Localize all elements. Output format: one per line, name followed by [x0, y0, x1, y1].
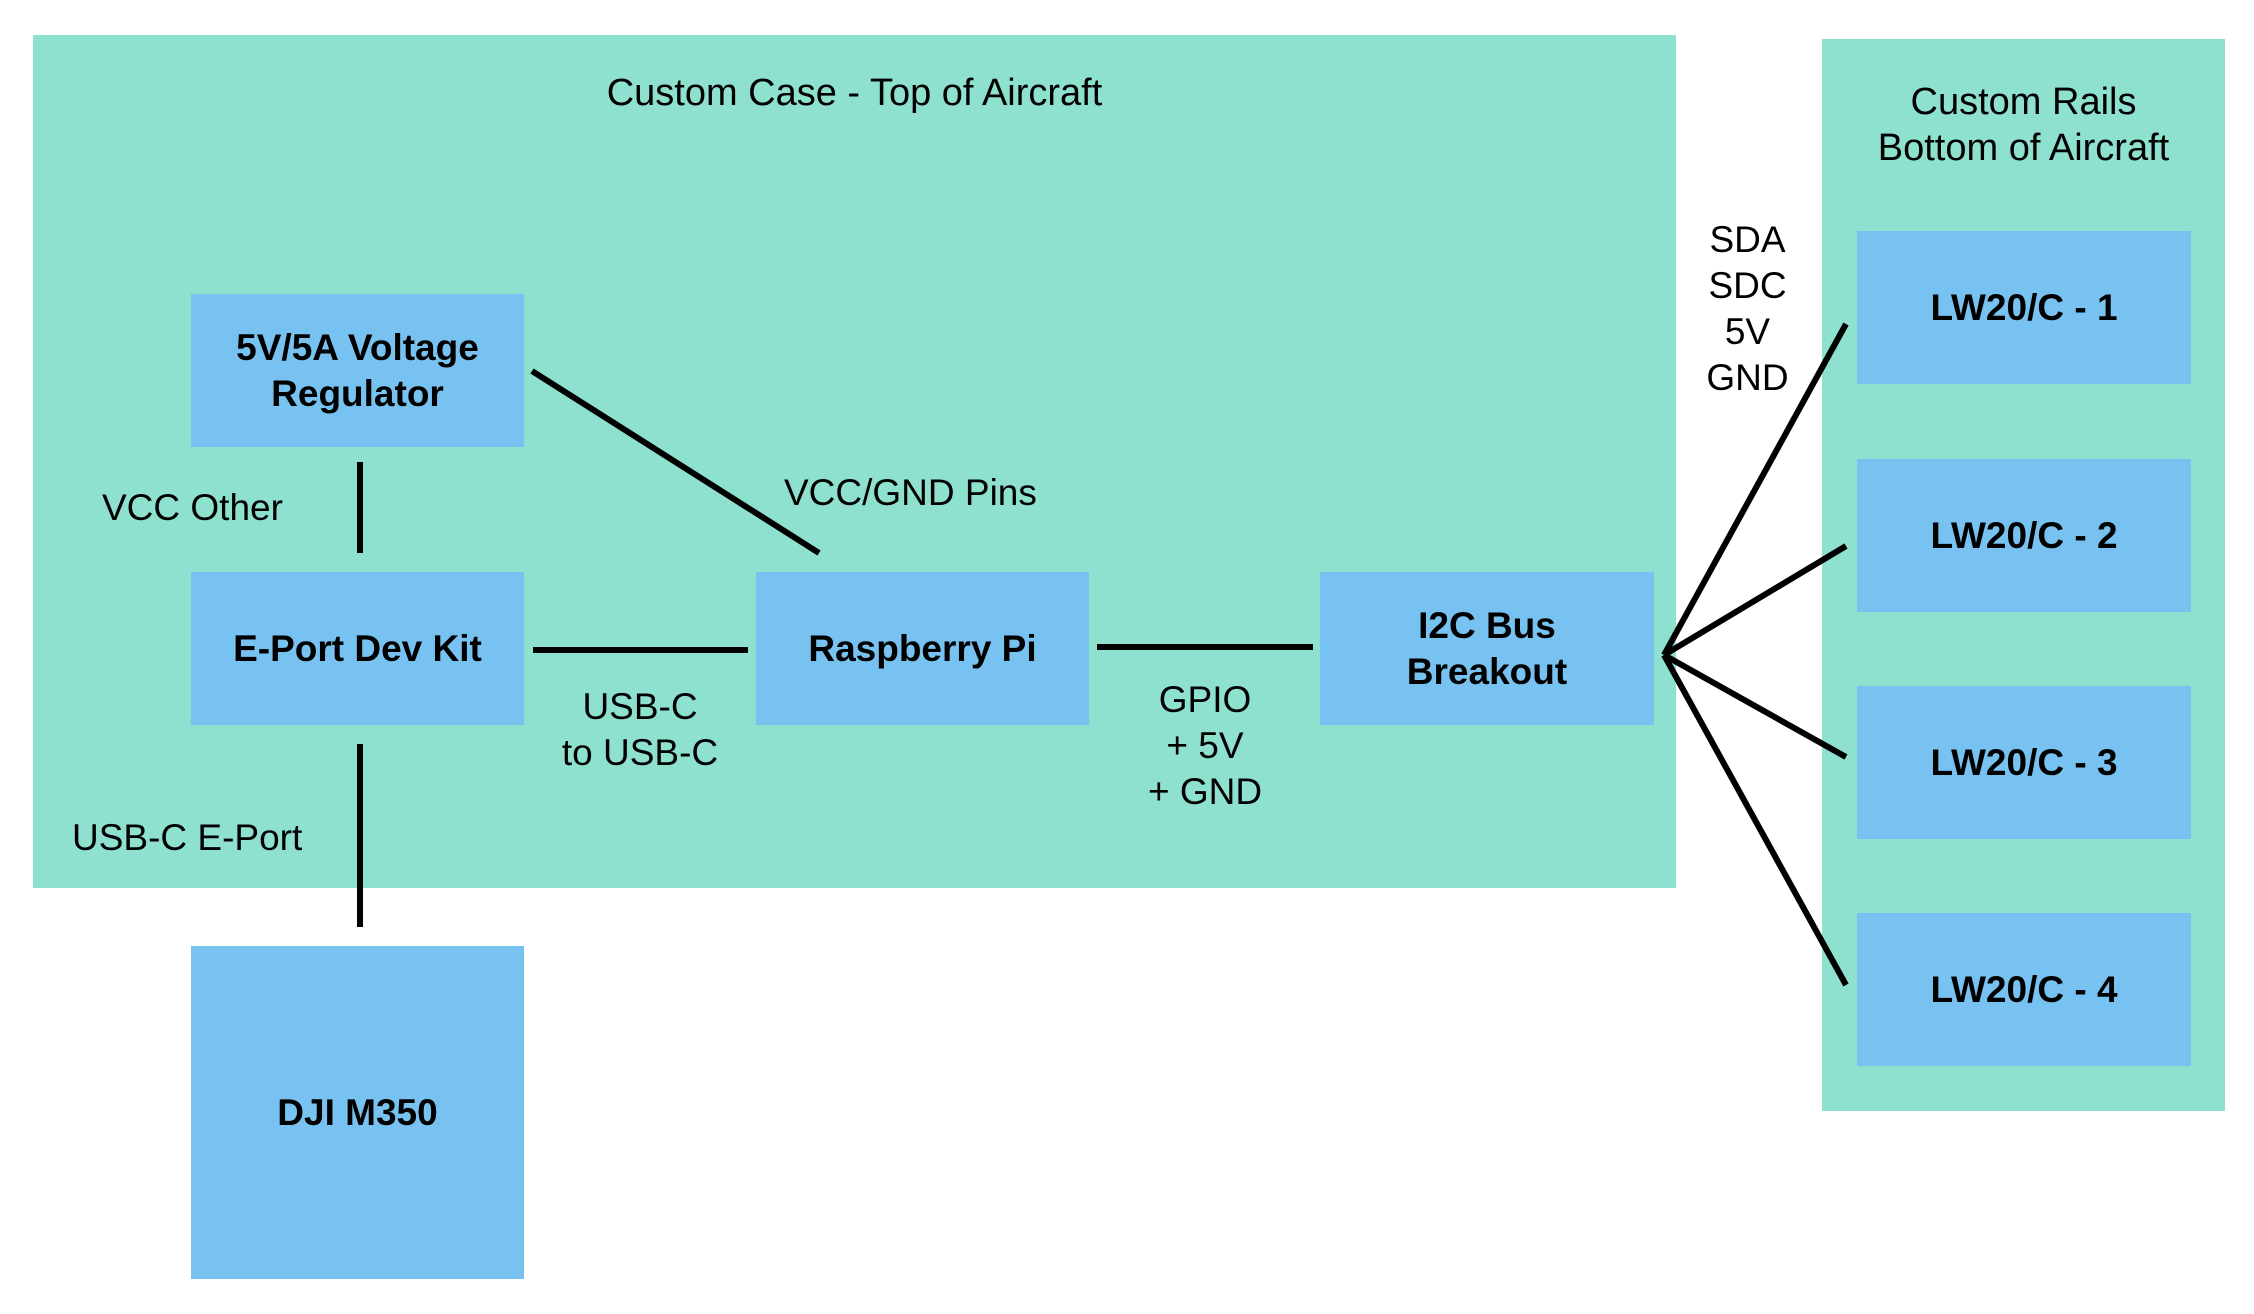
lw20c-2-box: LW20/C - 2: [1857, 459, 2191, 612]
custom-case-top-region: Custom Case - Top of Aircraft: [33, 35, 1676, 888]
eport-dev-kit-box: E-Port Dev Kit: [191, 572, 524, 725]
vcc-gnd-pins-label: VCC/GND Pins: [784, 472, 1037, 513]
gpio-5v-gnd-label: GPIO + 5V + GND: [1147, 679, 1263, 812]
voltage-regulator-box: 5V/5A Voltage Regulator: [191, 294, 524, 447]
lw20c-3-box: LW20/C - 3: [1857, 686, 2191, 839]
usbc-eport-label: USB-C E-Port: [72, 817, 303, 858]
lw20c-4-box: LW20/C - 4: [1857, 913, 2191, 1066]
i2c-to-lw20-2-wire: [1662, 543, 1848, 658]
i2c-signal-lines-label: SDA SDC 5V GND: [1706, 219, 1789, 398]
i2c-bus-breakout-box: I2C Bus Breakout: [1320, 572, 1654, 725]
i2c-to-lw20-3-wire: [1662, 652, 1848, 760]
raspberry-pi-box: Raspberry Pi: [756, 572, 1089, 725]
usbc-to-usbc-label: USB-C to USB-C: [561, 686, 719, 773]
dji-m350-box: DJI M350: [191, 946, 524, 1279]
vcc-other-label: VCC Other: [102, 487, 283, 528]
i2c-to-lw20-4-wire: [1661, 653, 1849, 987]
custom-rails-bottom-title: Custom Rails Bottom of Aircraft: [1877, 81, 2170, 169]
custom-case-top-title: Custom Case - Top of Aircraft: [606, 72, 1103, 114]
lw20c-1-box: LW20/C - 1: [1857, 231, 2191, 384]
